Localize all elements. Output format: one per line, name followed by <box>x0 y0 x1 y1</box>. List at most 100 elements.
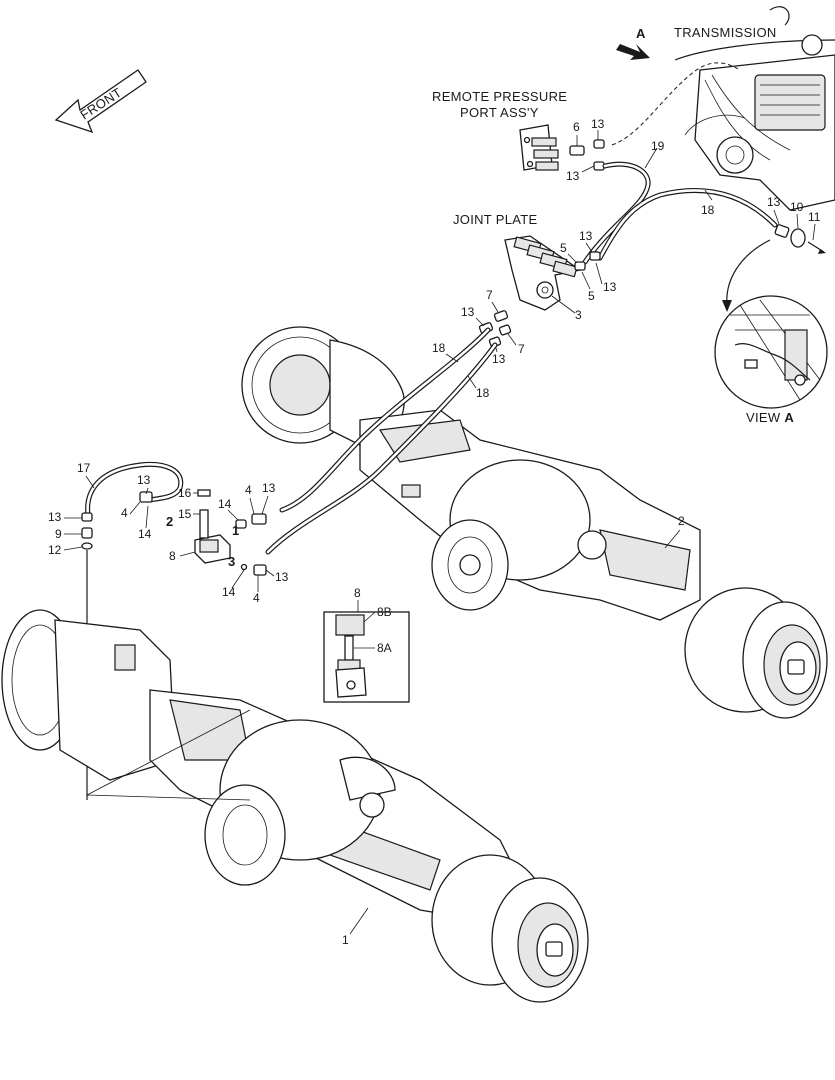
callout-14b: 14 <box>218 497 232 511</box>
remote-pressure-label-2: PORT ASS'Y <box>460 105 539 120</box>
callout-13d: 13 <box>579 229 593 243</box>
callout-1: 1 <box>342 933 349 947</box>
callout-2-small: 2 <box>166 514 173 529</box>
callout-13k: 13 <box>48 510 62 524</box>
callout-13e: 13 <box>603 280 617 294</box>
fitting-7-13 <box>478 310 512 348</box>
leader-5b <box>581 271 591 290</box>
callout-18b: 18 <box>432 341 446 355</box>
callout-4a: 4 <box>121 506 128 520</box>
callout-12: 12 <box>48 543 62 557</box>
leader-14a <box>145 505 149 529</box>
leader-14c <box>231 569 245 589</box>
callout-15: 15 <box>178 507 192 521</box>
callout-8a: 8A <box>377 641 392 655</box>
front-arrow-icon: FRONT <box>54 69 147 134</box>
rear-axle-2 <box>241 326 828 719</box>
callout-4c: 4 <box>253 591 260 605</box>
leader-13c <box>773 209 780 225</box>
callout-7b: 7 <box>518 342 525 356</box>
callout-8b: 8B <box>377 605 392 619</box>
callout-19: 19 <box>651 139 665 153</box>
leader-7a <box>491 301 499 313</box>
pressure-line-dashed <box>611 62 741 146</box>
callout-13j: 13 <box>275 570 289 584</box>
leader-11 <box>812 223 816 241</box>
callout-7a: 7 <box>486 288 493 302</box>
leader-13f <box>475 317 485 327</box>
callout-2: 2 <box>678 514 685 528</box>
joint-plate-assembly <box>504 235 601 311</box>
callout-9: 9 <box>55 527 62 541</box>
callout-10: 10 <box>790 200 804 214</box>
callout-17: 17 <box>77 461 91 475</box>
leader-13e <box>595 262 603 285</box>
leader-4a <box>129 501 141 515</box>
callout-13h: 13 <box>137 473 151 487</box>
hose-17 <box>85 461 184 518</box>
front-axle-1 <box>1 609 589 1003</box>
hose-19 <box>582 161 651 265</box>
callout-5b: 5 <box>588 289 595 303</box>
callout-3: 3 <box>575 308 582 322</box>
leader-10 <box>796 213 799 229</box>
transmission-label: TRANSMISSION <box>674 25 777 40</box>
hose-18-lower-b <box>265 342 498 555</box>
callout-3-small: 3 <box>228 554 235 569</box>
transmission-assembly <box>674 6 835 211</box>
hose-18-top <box>597 188 778 261</box>
hose-18-lower-a <box>279 327 491 513</box>
callout-13i: 13 <box>262 481 276 495</box>
arrow-a-label: A <box>636 26 646 41</box>
view-a-arrow-icon <box>616 44 650 60</box>
leader-13i <box>261 495 269 515</box>
leader-13h <box>145 487 149 495</box>
detail-box-8 <box>323 611 410 703</box>
callout-13c: 13 <box>767 195 781 209</box>
front-label: FRONT <box>77 85 124 123</box>
leader-2 <box>664 529 681 549</box>
leader-18c <box>467 375 477 389</box>
callout-14c: 14 <box>222 585 236 599</box>
callout-8-box: 8 <box>354 586 361 600</box>
callout-13a: 13 <box>591 117 605 131</box>
callout-13g: 13 <box>492 352 506 366</box>
leader-4b <box>249 497 255 515</box>
leader-18a <box>704 189 713 201</box>
leader-8 <box>179 551 196 557</box>
callout-14a: 14 <box>138 527 152 541</box>
callout-18c: 18 <box>476 386 490 400</box>
callout-18a: 18 <box>701 203 715 217</box>
leader-13d <box>585 242 593 253</box>
view-a-detail <box>714 239 828 409</box>
leader-3 <box>551 295 576 314</box>
callout-5a: 5 <box>560 241 567 255</box>
leader-5a <box>567 253 578 264</box>
leader-17 <box>85 475 95 489</box>
callout-8: 8 <box>169 549 176 563</box>
joint-plate-label: JOINT PLATE <box>453 212 537 227</box>
valve-mount-lines <box>86 709 251 801</box>
leader-1 <box>349 907 369 935</box>
callout-1-small: 1 <box>232 523 239 538</box>
remote-pressure-label-1: REMOTE PRESSURE <box>432 89 567 104</box>
leader-14b <box>227 509 239 521</box>
remote-pressure-port-assembly <box>519 124 605 171</box>
brake-valve-8 <box>139 489 267 576</box>
view-a-label: VIEW A <box>746 410 794 425</box>
leader-19 <box>644 147 658 169</box>
leader-12 <box>63 546 83 551</box>
callout-16: 16 <box>178 486 192 500</box>
callout-13b: 13 <box>566 169 580 183</box>
leader-18b <box>445 353 459 363</box>
fitting-10-11 <box>774 224 826 254</box>
leader-7b <box>507 333 517 346</box>
callout-13f: 13 <box>461 305 475 319</box>
callout-11: 11 <box>808 210 821 224</box>
leader-13j <box>265 569 275 577</box>
leader-13b <box>581 165 595 173</box>
callout-6: 6 <box>573 120 580 134</box>
callout-4b: 4 <box>245 483 252 497</box>
leader-8b <box>363 611 376 623</box>
